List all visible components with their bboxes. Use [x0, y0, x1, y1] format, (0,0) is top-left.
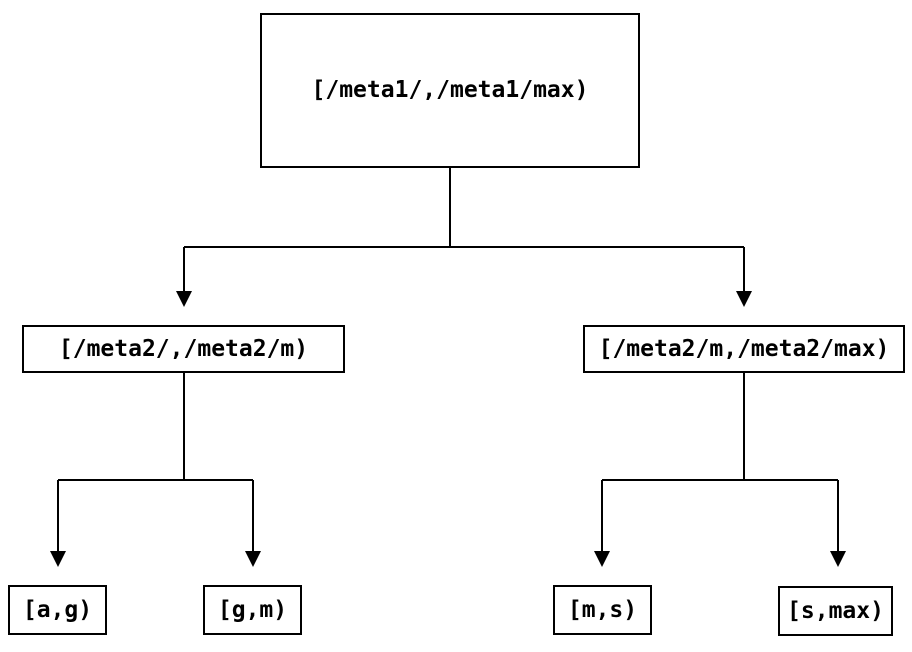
- node-right-child: [/meta2/m,/meta2/max): [583, 325, 905, 373]
- node-leaf-ag: [a,g): [8, 585, 107, 635]
- node-leaf-gm: [g,m): [203, 585, 302, 635]
- arrowhead-down-icon: [50, 551, 66, 567]
- node-leaf-smax: [s,max): [778, 586, 893, 636]
- arrowhead-down-icon: [176, 291, 192, 307]
- arrowhead-down-icon: [736, 291, 752, 307]
- node-root: [/meta1/,/meta1/max): [260, 13, 640, 168]
- arrowhead-down-icon: [245, 551, 261, 567]
- arrowhead-down-icon: [830, 551, 846, 567]
- node-left-child: [/meta2/,/meta2/m): [22, 325, 345, 373]
- arrowhead-down-icon: [594, 551, 610, 567]
- node-leaf-ms: [m,s): [553, 585, 652, 635]
